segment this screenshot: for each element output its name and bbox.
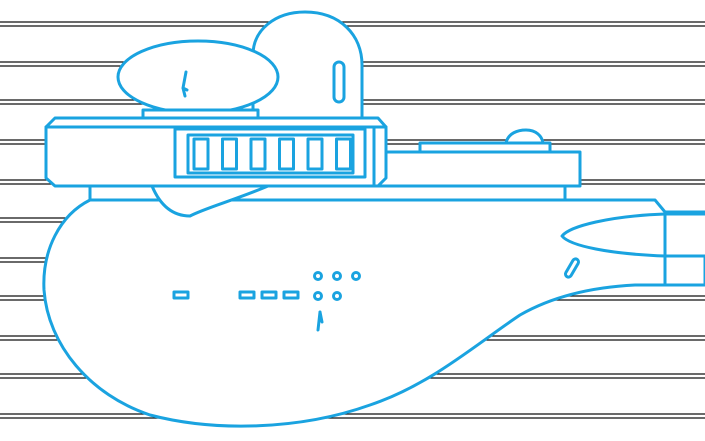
hull-marker [172,290,190,300]
dome-slot-icon [332,60,346,104]
window-pane [221,137,238,171]
porthole [332,291,342,301]
window-group [192,137,352,171]
hull-marker [260,290,278,300]
window-pane [192,137,210,171]
hull-marker [282,290,300,300]
porthole [313,271,323,281]
vessel-drawing [42,10,705,428]
hull-figure-icon [316,310,324,332]
lower-hull [42,198,705,428]
porthole [332,271,342,281]
porthole [351,271,361,281]
window-pane [278,137,295,171]
window-pane [306,137,324,171]
front-pod [116,39,280,115]
keel-fin [150,184,270,218]
porthole-group [313,271,361,301]
bow-slot-icon [564,257,580,279]
window-bank-inner [186,133,355,175]
aft-hatch-dome [504,128,545,145]
window-pane [335,137,352,171]
hull-marker [238,290,256,300]
aft-rail [418,141,552,154]
window-pane [249,137,267,171]
bow-fin [560,212,705,258]
porthole [313,291,323,301]
aft-deck-box [372,150,582,188]
pod-figure-icon [181,70,189,98]
